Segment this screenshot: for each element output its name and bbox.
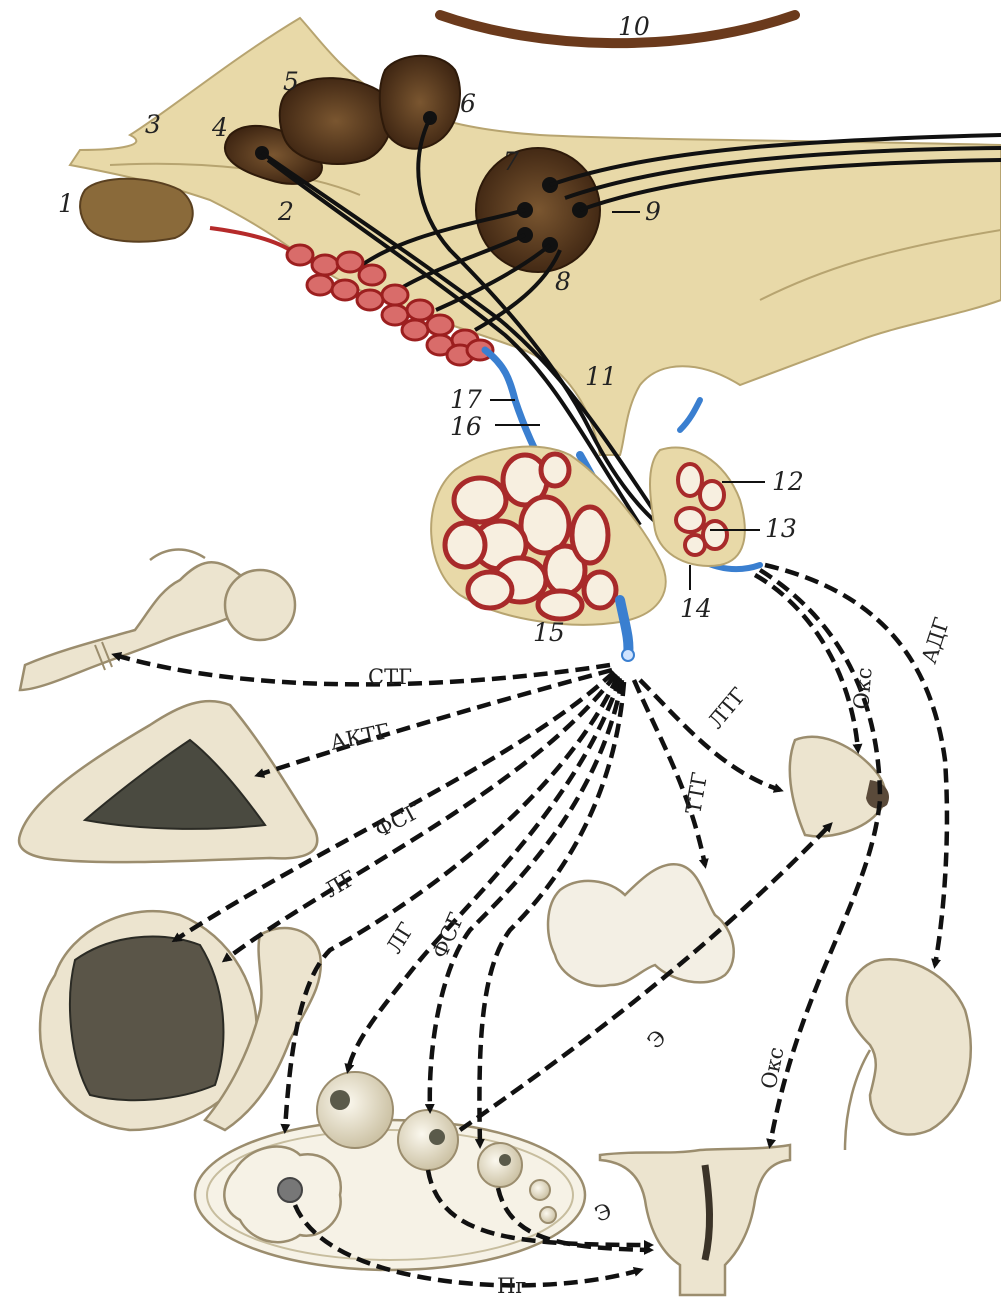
label-11: 11 [585,362,617,391]
hormone-label-e: Э [592,1199,615,1227]
bone-target [20,550,295,690]
label-5: 5 [283,67,299,96]
posterior-capillary-cell [676,508,704,532]
capillary-loop [382,305,408,325]
capillary-loop [312,255,338,275]
thyroid-target [548,864,734,986]
hormone-label-e: Э [643,1025,671,1053]
secondary-capillary-cell [468,572,512,608]
capillary-loop [402,320,428,340]
capillary-loop [427,315,453,335]
hormone-label-lg: ЛГ [382,918,419,957]
pituitary-gland [431,447,745,661]
hormone-label-adg: АДГ [917,614,954,666]
label-17: 17 [450,385,482,414]
secondary-capillary-cell [584,572,616,608]
label-7: 7 [503,147,519,176]
capillary-loop [307,275,333,295]
label-13: 13 [765,514,797,543]
hormone-label-ltg: ЛТГ [703,683,751,733]
secondary-capillary-cell [454,478,506,522]
posterior-capillary-cell [685,535,705,555]
capillary-loop [407,300,433,320]
hormone-label-pg: Пг [497,1274,526,1298]
label-12: 12 [772,467,804,496]
hormone-label-lg: ЛГ [321,866,360,903]
label-4: 4 [211,113,228,142]
secondary-capillary-cell [541,454,569,486]
label-8: 8 [555,267,571,296]
capillary-loop [287,245,313,265]
hormone-label-fsg: ФСГ [428,909,469,962]
hormone-label-oks: Окс [849,666,877,710]
hormone-label-ttg: ТТГ [681,770,712,816]
capillary-loop [337,252,363,272]
hormone-label-stg: СТГ [368,665,412,689]
capillary-loop [382,285,408,305]
adrenal-target [19,701,317,862]
breast-target [790,737,889,836]
label-14: 14 [680,594,712,623]
label-2: 2 [277,197,294,226]
testis-target [40,911,321,1130]
label-10: 10 [618,12,650,41]
capillary-loop [357,290,383,310]
secondary-capillary-cell [538,591,582,619]
label-16: 16 [450,412,482,441]
capillary-loop [332,280,358,300]
secondary-capillary-cell [572,507,608,563]
label-1: 1 [58,189,74,218]
label-15: 15 [533,618,565,647]
secondary-capillary-cell [445,523,485,567]
label-3: 3 [145,110,161,139]
label-9: 9 [645,197,661,226]
label-6: 6 [460,89,476,118]
kidney-target [845,959,971,1150]
optic-chiasm [80,179,193,242]
capillary-loop [359,265,385,285]
hormone-label-aktg: АКТГ [328,719,392,755]
posterior-capillary-cell [700,481,724,509]
